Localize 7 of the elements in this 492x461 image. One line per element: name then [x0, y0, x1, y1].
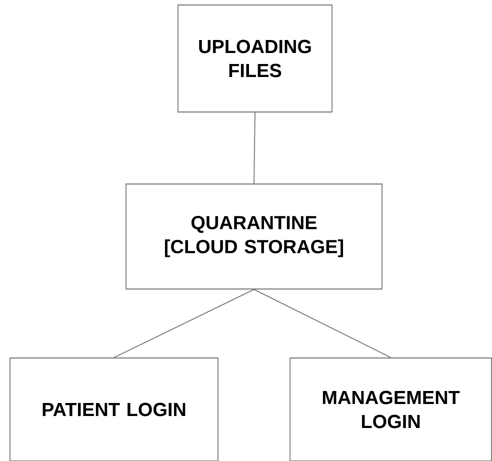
process-box: MANAGEMENT LOGIN	[290, 358, 492, 461]
process-box: PATIENT LOGIN	[10, 358, 218, 461]
process-box: UPLOADING FILES	[178, 4, 332, 112]
connector-line	[254, 112, 256, 184]
connector-line	[114, 289, 254, 358]
process-box: QUARANTINE [CLOUD STORAGE]	[126, 184, 382, 290]
connector-line	[254, 289, 392, 358]
